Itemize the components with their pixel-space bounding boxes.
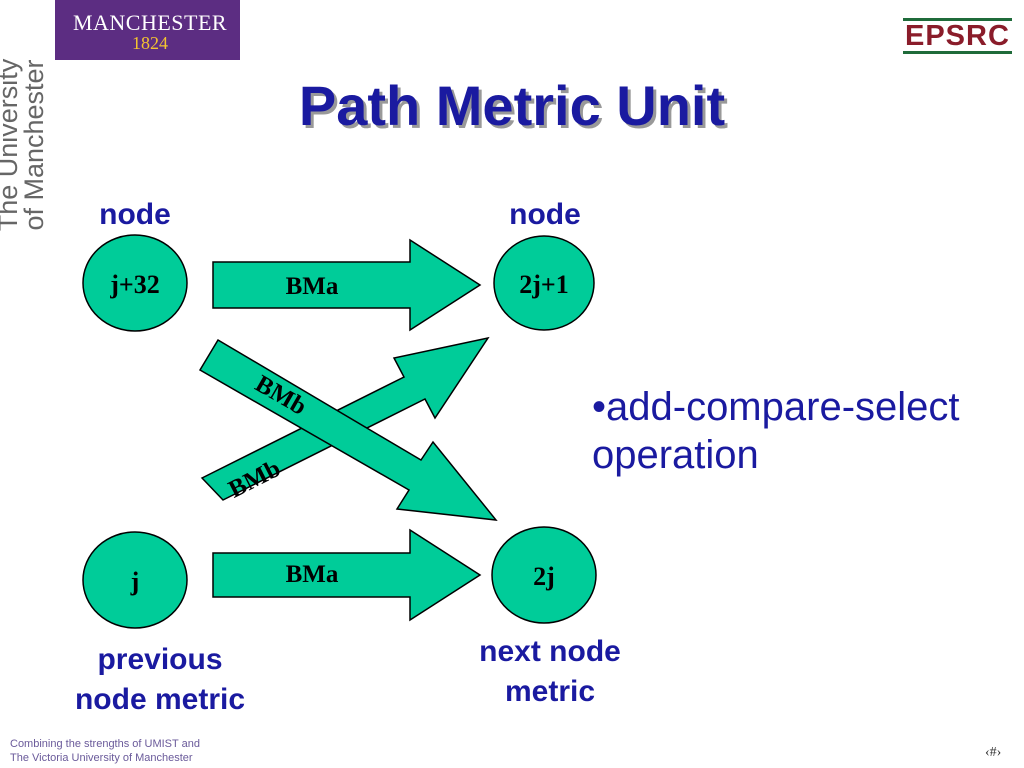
previous-label-line1: previous (97, 643, 223, 676)
arrow-label-bottom-bma: BMa (286, 561, 339, 588)
page-number: ‹#› (985, 745, 1002, 760)
arrow-diag-down-bmb (198, 338, 498, 521)
arrow-top-bma (212, 238, 482, 332)
arrow-label-top-bma: BMa (286, 273, 339, 300)
bullet-add-compare-select: •add-compare-select operation (592, 385, 960, 477)
footer-line2: The Victoria University of Manchester (10, 752, 193, 764)
epsrc-logo: EPSRC (903, 18, 1012, 54)
node-label-j: j (130, 567, 140, 596)
slide-title: Path Metric Unit (298, 74, 726, 137)
node-label-2j-plus-1: 2j+1 (519, 270, 568, 299)
node-j (82, 531, 188, 629)
logo-year: 1824 (132, 33, 168, 53)
arrow-bottom-bma (212, 528, 482, 622)
previous-node-metric-label: previous node metric (30, 640, 290, 720)
footer-line1: Combining the strengths of UMIST and (10, 738, 200, 750)
manchester-logo: MANCHESTER 1824 (55, 0, 240, 60)
node-2j-plus-1 (493, 235, 595, 331)
next-label-line2: metric (504, 675, 596, 708)
node-2j (491, 526, 597, 624)
previous-label-line2: node metric (74, 683, 246, 716)
right-node-heading: node (509, 198, 581, 231)
left-node-heading: node (99, 198, 171, 231)
next-label-line1: next node (479, 635, 621, 668)
logo-name: MANCHESTER (72, 10, 228, 35)
next-node-metric-label: next node metric (430, 632, 670, 712)
node-label-j-plus-32: j+32 (109, 270, 159, 299)
footer: Combining the strengths of UMIST and The… (10, 737, 200, 765)
node-label-2j: 2j (533, 562, 555, 591)
node-j-plus-32 (82, 234, 188, 332)
